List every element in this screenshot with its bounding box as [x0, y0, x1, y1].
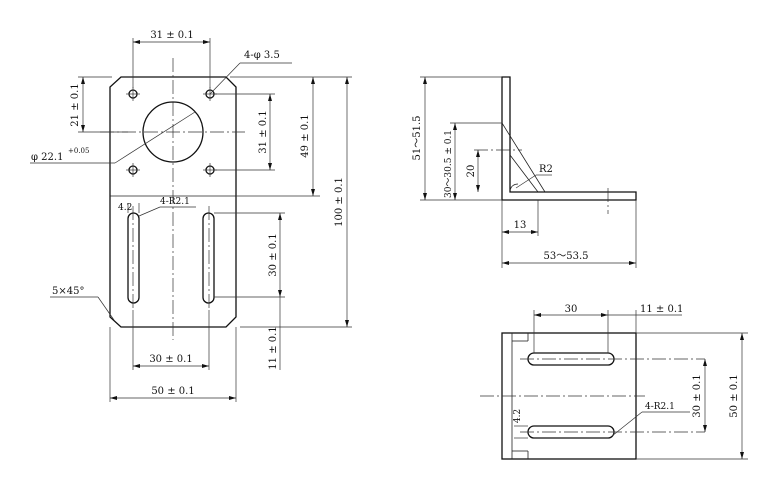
side-height-label: 51～51.5 — [412, 116, 423, 161]
top-slot-radius-label: 4-R2.1 — [645, 402, 675, 412]
big-hole-height-label: 49 ± 0.1 — [300, 114, 311, 157]
top-slot-width-label: 4.2 — [513, 409, 523, 423]
big-hole-tolerance: +0.05 — [68, 147, 89, 155]
top-edge-dist-label: 11 ± 0.1 — [640, 304, 683, 315]
top-view: 30 11 ± 0.1 30 ± 0.1 50 ± 0.1 4.2 4-R2.1 — [480, 304, 748, 460]
top-hole-offset-label: 21 ± 0.1 — [70, 83, 81, 126]
side-length-label: 53～53.5 — [544, 251, 589, 262]
chamfer-label: 5×45° — [52, 286, 84, 297]
slot-spacing-label: 30 ± 0.1 — [149, 354, 192, 365]
slot-radius-label: 4-R2.1 — [160, 197, 190, 207]
rib — [501, 122, 546, 193]
top-hole-spacing-label: 31 ± 0.1 — [150, 30, 193, 41]
side-view: 51～51.5 30～30.5 ± 0.1 20 R2 13 53～53.5 — [412, 76, 637, 268]
big-hole — [142, 101, 204, 163]
side-rib-base-label: 13 — [514, 220, 527, 231]
side-rib-height-label: 30～30.5 ± 0.1 — [444, 130, 454, 198]
top-slot-pitch-label: 30 ± 0.1 — [692, 374, 703, 417]
total-width-label: 50 ± 0.1 — [151, 386, 194, 397]
small-hole-callout: 4-φ 3.5 — [244, 50, 280, 61]
big-hole-label: φ 22.1 — [31, 152, 63, 163]
right-slot — [202, 212, 215, 304]
total-height-label: 100 ± 0.1 — [334, 177, 345, 227]
side-rib-short-label: 20 — [466, 165, 477, 178]
side-radius-label: R2 — [539, 164, 553, 175]
vert-hole-spacing-label: 31 ± 0.1 — [258, 110, 269, 153]
plate-outline — [109, 76, 237, 328]
bracket-profile — [501, 76, 637, 201]
left-slot — [127, 212, 140, 304]
slots — [127, 206, 215, 310]
front-view: 31 ± 0.1 4-φ 3.5 21 ± 0.1 φ 22.1 +0.05 3… — [30, 30, 352, 402]
top-slot-dist-label: 30 — [565, 304, 578, 315]
slot-width-label: 4.2 — [118, 203, 132, 213]
top-width-label: 50 ± 0.1 — [729, 374, 740, 417]
bottom-offset-label: 11 ± 0.1 — [268, 326, 279, 369]
rib-fillet — [509, 183, 519, 191]
slot-length-label: 30 ± 0.1 — [268, 233, 279, 276]
